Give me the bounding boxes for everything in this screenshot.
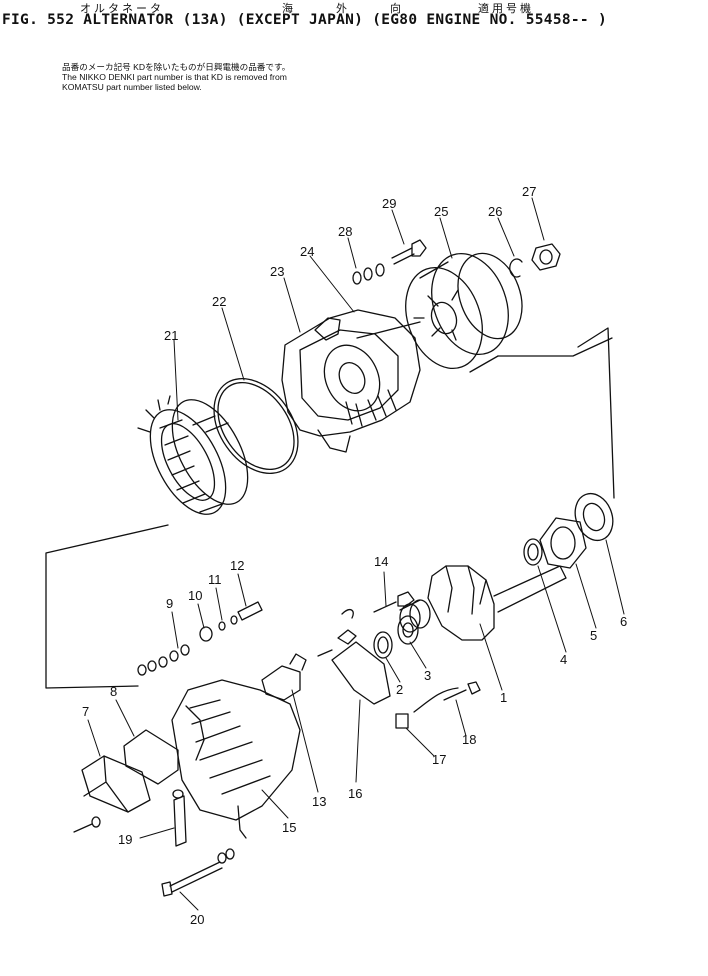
callout-10: 10: [188, 588, 202, 603]
callout-15: 15: [282, 820, 296, 835]
cover-16: [331, 641, 391, 705]
callout-8: 8: [110, 684, 117, 699]
callout-26: 26: [488, 204, 502, 219]
jp-title-overseas-3: 向: [390, 2, 404, 15]
through-bolt-20: [161, 848, 235, 897]
callout-19: 19: [118, 832, 132, 847]
note-line-2: The NIKKO DENKI part number is that KD i…: [62, 72, 287, 82]
callout-13: 13: [312, 794, 326, 809]
bolt-18: [443, 681, 481, 701]
callout-4: 4: [560, 652, 567, 667]
clip-near-14: [337, 609, 357, 645]
japanese-header: オルタネータ 海 外 向 適用号機: [80, 0, 640, 15]
bolt-29: [391, 239, 427, 265]
bearing-2: [373, 631, 393, 659]
callout-3: 3: [424, 668, 431, 683]
o-ring-22: [213, 378, 299, 474]
bolt-14: [373, 591, 415, 613]
callout-5: 5: [590, 628, 597, 643]
washers-9-10-11: [137, 615, 238, 676]
jp-title-applicable-serial: 適用号機: [478, 2, 534, 15]
note-line-1: 品番のメーカ記号 KDを除いたものが日興電機の品番です。: [62, 62, 291, 72]
pulley-25: [405, 252, 523, 373]
callout-21: 21: [164, 328, 178, 343]
callout-17: 17: [432, 752, 446, 767]
callout-6: 6: [620, 614, 627, 629]
callout-27: 27: [522, 184, 536, 199]
jp-title-overseas-2: 外: [336, 2, 350, 15]
bearing-6: [574, 492, 614, 542]
callout-14: 14: [374, 554, 388, 569]
callout-18: 18: [462, 732, 476, 747]
callout-7: 7: [82, 704, 89, 719]
group-connection-lines: [45, 321, 615, 689]
rear-housing-15: [171, 679, 301, 839]
spacer-4: [523, 538, 543, 566]
washers-28: [352, 263, 385, 285]
callout-29: 29: [382, 196, 396, 211]
rotor-1: [399, 565, 567, 641]
stator-21: [137, 395, 249, 515]
callout-labels: 1 2 3 4 5 6 7 8 9 10 11 12 13 14 15 16 1…: [82, 184, 627, 927]
regulator-7: [81, 755, 151, 813]
gasket-8: [123, 729, 179, 785]
callout-11: 11: [208, 572, 222, 587]
screw-near-7: [73, 816, 101, 833]
nut-27: [531, 243, 561, 271]
brush-holder-13: [261, 649, 333, 701]
bearing-3: [397, 615, 419, 645]
note-line-3: KOMATSU part number listed below.: [62, 82, 202, 92]
jp-title-alternator: オルタネータ: [80, 2, 164, 15]
terminal-17: [395, 687, 459, 729]
callout-12: 12: [230, 558, 244, 573]
callout-1: 1: [500, 690, 507, 705]
callout-25: 25: [434, 204, 448, 219]
sleeve-12: [237, 601, 263, 621]
callout-9: 9: [166, 596, 173, 611]
callout-24: 24: [300, 244, 314, 259]
bearing-cover-5: [539, 517, 587, 569]
front-housing-23: [281, 309, 421, 453]
callout-2: 2: [396, 682, 403, 697]
part-number-notes: 品番のメーカ記号 KDを除いたものが日興電機の品番です。 The NIKKO D…: [62, 62, 290, 92]
terminal-bolt-19: [172, 789, 187, 847]
figure-title: FIG. 552 ALTERNATOR (13A) (EXCEPT JAPAN)…: [2, 12, 607, 28]
callout-23: 23: [270, 264, 284, 279]
callout-20: 20: [190, 912, 204, 927]
jp-title-overseas-1: 海: [282, 2, 296, 15]
snap-ring-26: [509, 258, 523, 278]
callout-16: 16: [348, 786, 362, 801]
callout-22: 22: [212, 294, 226, 309]
callout-28: 28: [338, 224, 352, 239]
leader-lines: [87, 197, 625, 911]
